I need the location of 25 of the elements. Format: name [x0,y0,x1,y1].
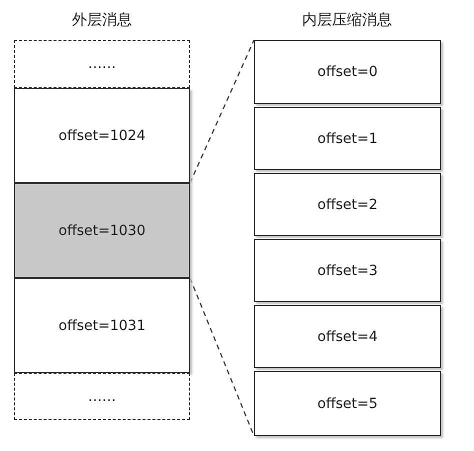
column-heading: 内层压缩消息 [302,10,392,30]
offset-text: offset=0 [317,64,378,80]
message-box [254,107,441,170]
message-box [14,183,190,278]
offset-text: offset=1024 [58,128,146,144]
message-box [14,278,190,373]
expansion-line [189,40,255,184]
offset-text: offset=1030 [58,222,146,238]
column-heading: 外层消息 [72,10,132,30]
offset-text: offset=4 [317,328,378,344]
offset-text: offset=3 [317,262,378,278]
offset-text: offset=5 [317,396,378,412]
message-box [254,40,441,104]
offset-text: …… [88,56,116,72]
message-box [254,305,441,368]
offset-text: offset=1 [317,130,378,146]
message-box [14,88,190,183]
offset-text: offset=2 [317,196,378,212]
offset-text: offset=1031 [58,318,146,334]
message-box [254,173,441,236]
placeholder-box [14,40,190,88]
message-box [254,239,441,302]
offset-text: …… [88,388,116,404]
placeholder-box [14,373,190,420]
message-box [254,371,441,436]
